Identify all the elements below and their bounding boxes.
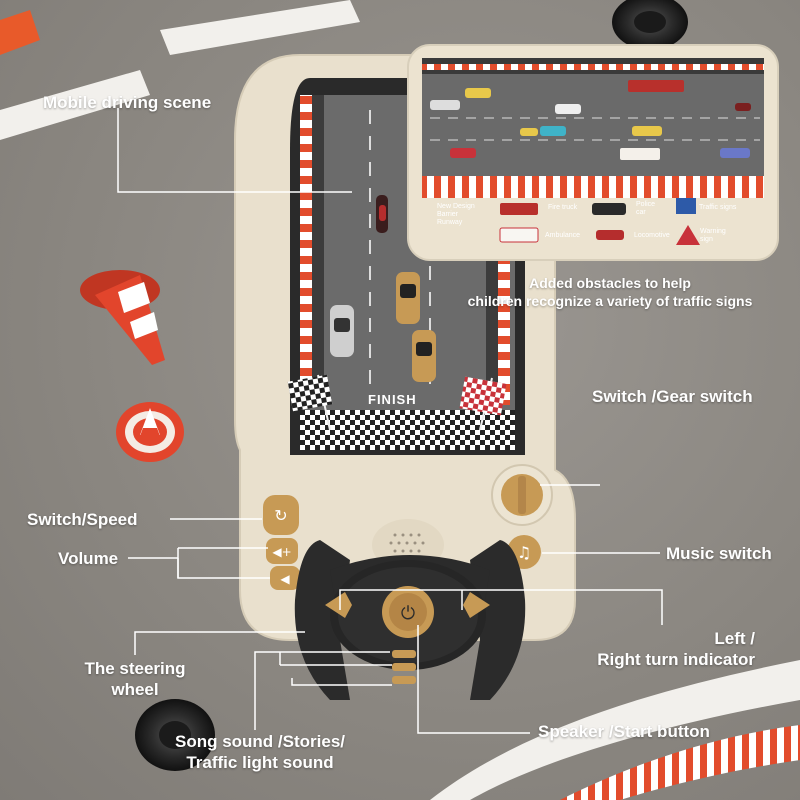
volume-down-button[interactable]: ◀ [270,566,300,590]
callout-obstacles: Added obstacles to help children recogni… [467,275,753,309]
sound-buttons[interactable] [392,650,416,684]
callout-turn-indicator: Left / Right turn indicator [597,629,755,670]
callout-song-sound: Song sound /Stories/ Traffic light sound [174,732,345,773]
floor-tire-top [612,0,688,50]
callout-lines [117,108,663,734]
gear-switch-knob[interactable] [491,464,553,526]
gold-race-car-2 [412,330,436,382]
legend-police-car: Police car [636,201,656,217]
left-turn-button[interactable] [325,592,352,618]
svg-text:⏻: ⏻ [401,603,415,624]
finish-label: FINISH [368,392,417,407]
callout-mobile-scene: Mobile driving scene [43,93,212,112]
svg-text:↻: ↻ [274,506,287,525]
checkered-flag-left [287,374,333,431]
callout-switch-speed: Switch/Speed [27,510,138,529]
legend-runway: New Design Barrier Runway [437,203,475,227]
motorcycle [376,195,388,233]
callout-gear-switch: Switch /Gear switch [592,387,753,406]
svg-text:♫: ♫ [517,543,531,562]
floor-tire-bottom [135,699,215,771]
legend-locomotive: Locomotive [634,232,670,239]
silver-race-car [330,305,354,357]
start-button[interactable]: ⏻ [382,586,434,638]
steering-wheel[interactable] [294,540,526,700]
svg-text:◀+: ◀+ [272,545,291,559]
svg-text:◀: ◀ [280,572,290,586]
gold-race-car [396,272,420,324]
legend-ambulance: Ambulance [545,232,581,239]
callout-music-switch: Music switch [666,544,772,563]
round-cone [116,402,184,462]
callout-speaker-start: Speaker /Start button [538,722,710,741]
volume-up-button[interactable]: ◀+ [266,538,298,564]
legend-fire-truck: Fire truck [548,204,578,211]
checkered-flag-right [459,376,507,431]
traffic-cone [80,270,165,365]
legend-traffic-signs: Traffic signs [699,204,737,211]
speed-switch-button[interactable]: ↻ [263,495,299,535]
callout-volume: Volume [58,549,119,568]
legend-warning-sign: Warning sign [700,228,726,244]
right-turn-button[interactable] [463,592,490,618]
callout-steering-wheel: The steering wheel [84,659,186,700]
inset-panel [407,44,779,261]
